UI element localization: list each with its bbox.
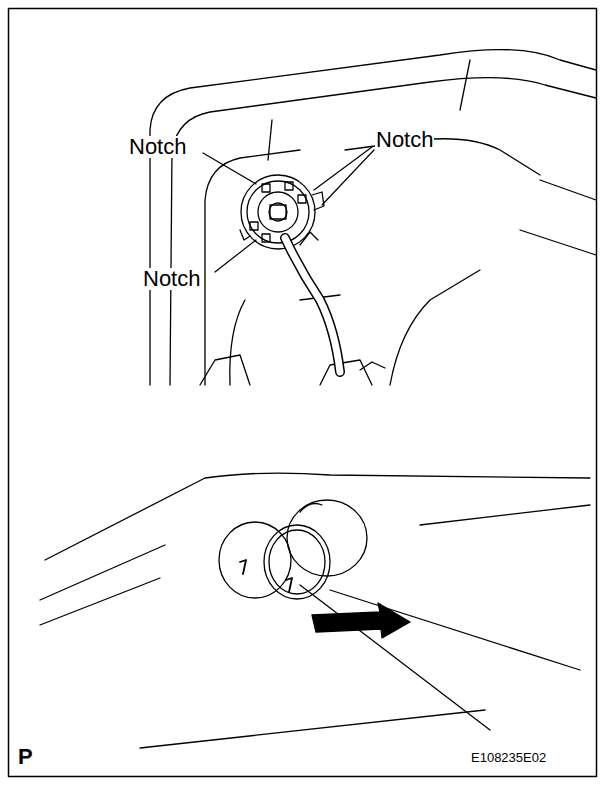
- rear-panel: [40, 473, 590, 748]
- wire-harness: [285, 238, 340, 372]
- part-label: Notch: [375, 129, 434, 151]
- service-cap: [219, 500, 367, 599]
- part-label: Notch: [142, 268, 201, 290]
- figure-code: E108235E02: [470, 751, 547, 764]
- direction-arrow: [312, 603, 410, 638]
- lamp-housing: [150, 50, 596, 385]
- wire-harness: [300, 232, 318, 245]
- wire-harness: [285, 238, 340, 372]
- page-mark: P: [17, 746, 34, 768]
- leader-line: [203, 147, 374, 272]
- frame: [9, 9, 597, 777]
- part-label: Notch: [128, 136, 187, 158]
